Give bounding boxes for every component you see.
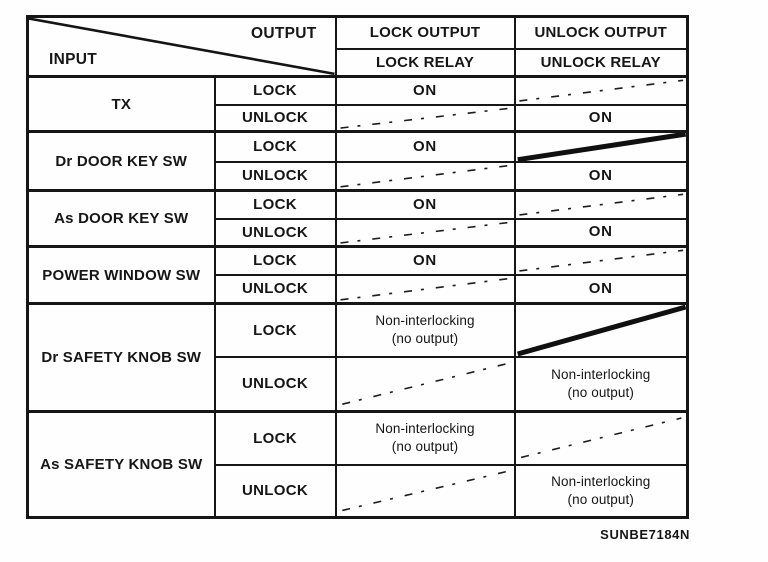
header-lock-relay: LOCK RELAY (334, 47, 516, 78)
input-as-safety-knob-sw: As SAFETY KNOB SW (26, 410, 216, 519)
asdoor-unlock-lockrelay-cell (334, 217, 516, 248)
tx-unlock-lockrelay-cell (334, 103, 516, 133)
header-input-label: INPUT (49, 51, 97, 68)
assafety-lock-position: LOCK (213, 410, 337, 466)
no-output-dashed-diagonal (518, 193, 683, 216)
input-power-window-sw: POWER WINDOW SW (26, 245, 216, 305)
drdoor-lock-lockrelay-cell: ON (334, 130, 516, 163)
asdoor-unlock-position: UNLOCK (213, 217, 337, 248)
input-dr-door-key-sw: Dr DOOR KEY SW (26, 130, 216, 192)
pw-lock-lockrelay-cell: ON (334, 245, 516, 276)
no-output-dashed-diagonal (518, 249, 683, 272)
no-output-dashed-diagonal (339, 277, 511, 301)
no-output-dashed-diagonal (339, 164, 511, 188)
drdoor-unlock-unlockrelay-cell: ON (513, 160, 689, 192)
pw-lock-unlockrelay-cell (513, 245, 689, 276)
header-unlock-relay: UNLOCK RELAY (513, 47, 689, 78)
pw-unlock-position: UNLOCK (213, 273, 337, 305)
header-unlock-output: UNLOCK OUTPUT (513, 15, 689, 50)
drdoor-unlock-lockrelay-cell (334, 160, 516, 192)
no-output-solid-diagonal (516, 306, 686, 355)
header-corner-cell: OUTPUT INPUT (26, 15, 337, 78)
pw-unlock-unlockrelay-cell: ON (513, 273, 689, 305)
tx-lock-position: LOCK (213, 75, 337, 106)
drsafety-lock-position: LOCK (213, 302, 337, 358)
no-output-dashed-diagonal (518, 79, 683, 102)
drsafety-lock-unlockrelay-cell (513, 302, 689, 358)
assafety-lock-unlockrelay-cell (513, 410, 689, 466)
drdoor-unlock-position: UNLOCK (213, 160, 337, 192)
no-output-dashed-diagonal (341, 469, 509, 511)
drsafety-unlock-lockrelay-cell (334, 355, 516, 413)
assafety-unlock-unlockrelay-cell: Non-interlocking (no output) (513, 463, 689, 519)
no-output-dashed-diagonal (339, 221, 511, 244)
tx-lock-unlockrelay-cell (513, 75, 689, 106)
asdoor-unlock-unlockrelay-cell: ON (513, 217, 689, 248)
drsafety-unlock-position: UNLOCK (213, 355, 337, 413)
asdoor-lock-lockrelay-cell: ON (334, 189, 516, 220)
no-output-dashed-diagonal (339, 106, 511, 129)
pw-unlock-lockrelay-cell (334, 273, 516, 305)
no-output-solid-diagonal (516, 134, 686, 160)
input-dr-safety-knob-sw: Dr SAFETY KNOB SW (26, 302, 216, 413)
asdoor-lock-unlockrelay-cell (513, 189, 689, 220)
input-as-door-key-sw: As DOOR KEY SW (26, 189, 216, 248)
no-output-dashed-diagonal (520, 417, 682, 459)
assafety-lock-lockrelay-cell: Non-interlocking (no output) (334, 410, 516, 466)
tx-lock-lockrelay-cell: ON (334, 75, 516, 106)
input-tx: TX (26, 75, 216, 133)
assafety-unlock-lockrelay-cell (334, 463, 516, 519)
header-output-label: OUTPUT (250, 25, 317, 42)
drsafety-lock-lockrelay-cell: Non-interlocking (no output) (334, 302, 516, 358)
drdoor-lock-unlockrelay-cell (513, 130, 689, 163)
tx-unlock-unlockrelay-cell: ON (513, 103, 689, 133)
drsafety-unlock-unlockrelay-cell: Non-interlocking (no output) (513, 355, 689, 413)
header-lock-output: LOCK OUTPUT (334, 15, 516, 50)
asdoor-lock-position: LOCK (213, 189, 337, 220)
tx-unlock-position: UNLOCK (213, 103, 337, 133)
figure-code: SUNBE7184N (600, 527, 690, 542)
lock-unlock-relay-table: OUTPUT INPUT LOCK OUTPUT UNLOCK OUTPUT L… (26, 15, 689, 519)
header-diagonal-divider (29, 18, 334, 75)
pw-lock-position: LOCK (213, 245, 337, 276)
assafety-unlock-position: UNLOCK (213, 463, 337, 519)
drdoor-lock-position: LOCK (213, 130, 337, 163)
no-output-dashed-diagonal (341, 361, 509, 405)
